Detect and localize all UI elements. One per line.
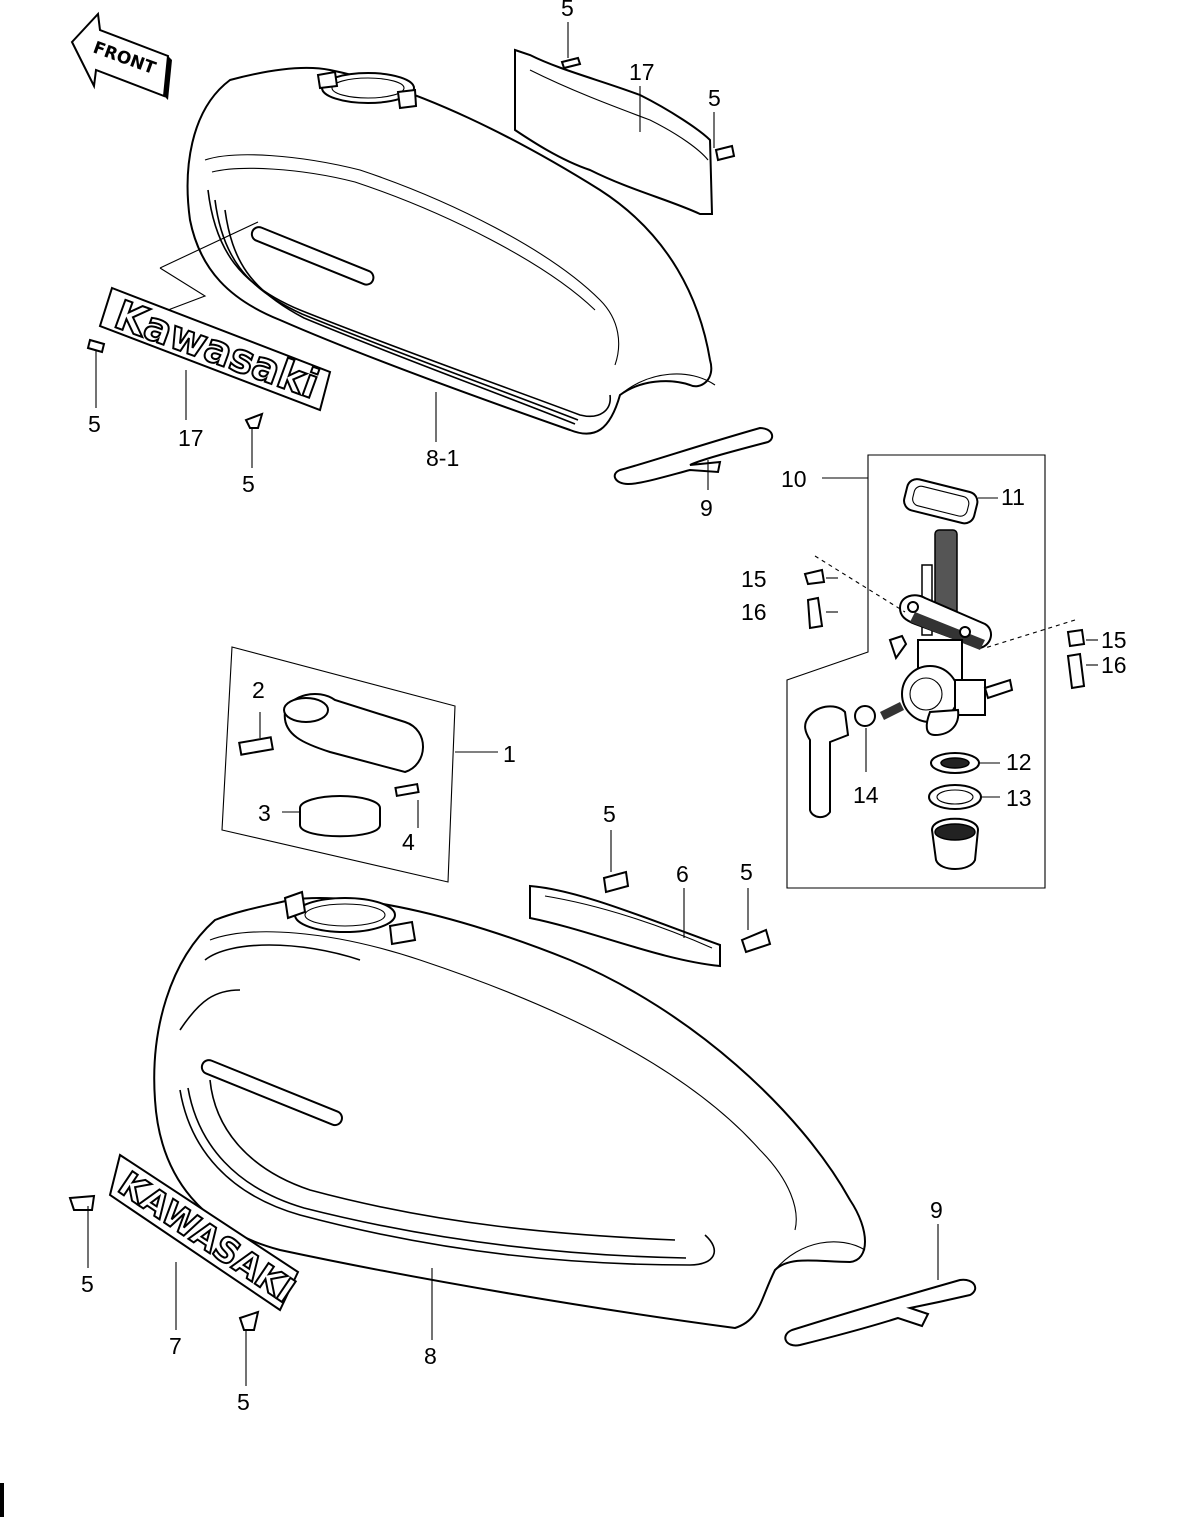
callout-5-d: 5 bbox=[242, 471, 255, 497]
screw-5-d bbox=[244, 412, 264, 429]
lower-leaders bbox=[87, 1206, 433, 1386]
emblem-leader-upper bbox=[159, 267, 207, 311]
fuel-cock-assembly bbox=[786, 454, 1098, 889]
callout-5-e: 5 bbox=[603, 801, 616, 827]
callout-16-b: 16 bbox=[1101, 652, 1127, 678]
callout-5-b: 5 bbox=[708, 85, 721, 111]
callout-16-a: 16 bbox=[741, 599, 767, 625]
callout-6: 6 bbox=[676, 861, 689, 887]
screw-5-h bbox=[238, 1310, 260, 1331]
screw-5-b bbox=[714, 144, 736, 162]
callout-11: 11 bbox=[1001, 484, 1025, 510]
callout-5-c: 5 bbox=[88, 411, 101, 437]
upper-side-plate bbox=[514, 48, 714, 215]
page-edge-mark bbox=[0, 1483, 4, 1517]
callout-5-f: 5 bbox=[740, 859, 753, 885]
emblem-leader-upper-2 bbox=[159, 221, 259, 269]
callout-7: 7 bbox=[169, 1333, 182, 1359]
callout-14: 14 bbox=[853, 782, 879, 808]
filler-cap-group bbox=[221, 646, 498, 883]
callout-12: 12 bbox=[1006, 749, 1032, 775]
screw-5-e bbox=[602, 870, 630, 894]
callout-4: 4 bbox=[402, 829, 415, 855]
callout-15-a: 15 bbox=[741, 566, 767, 592]
callout-15-b: 15 bbox=[1101, 627, 1127, 653]
callout-labels: 5 17 5 5 17 5 8-1 9 10 11 15 16 15 16 2 … bbox=[81, 0, 1127, 1415]
callout-13: 13 bbox=[1006, 785, 1032, 811]
callout-8-1: 8-1 bbox=[426, 445, 459, 471]
upper-fuel-tank bbox=[186, 66, 716, 435]
callout-1: 1 bbox=[503, 741, 516, 767]
callout-9-a: 9 bbox=[700, 495, 713, 521]
front-arrow: FRONT bbox=[70, 11, 172, 100]
callout-10: 10 bbox=[781, 466, 807, 492]
callout-5-a: 5 bbox=[561, 0, 574, 21]
callout-2: 2 bbox=[252, 677, 265, 703]
callout-8: 8 bbox=[424, 1343, 437, 1369]
screw-5-f bbox=[740, 928, 772, 954]
screw-5-a bbox=[560, 56, 582, 70]
callout-17-b: 17 bbox=[178, 425, 204, 451]
tank-bracket-lower bbox=[784, 1224, 977, 1347]
callout-5-g: 5 bbox=[81, 1271, 94, 1297]
callout-5-h: 5 bbox=[237, 1389, 250, 1415]
screw-5-c bbox=[86, 338, 106, 354]
lower-fuel-tank bbox=[153, 890, 866, 1330]
tank-bracket-upper bbox=[613, 426, 774, 486]
screw-5-g bbox=[68, 1194, 96, 1211]
callout-3: 3 bbox=[258, 800, 271, 826]
upper-leaders bbox=[95, 22, 715, 490]
callout-9-b: 9 bbox=[930, 1197, 943, 1223]
lower-side-plate bbox=[529, 830, 749, 968]
callout-17-a: 17 bbox=[629, 59, 655, 85]
